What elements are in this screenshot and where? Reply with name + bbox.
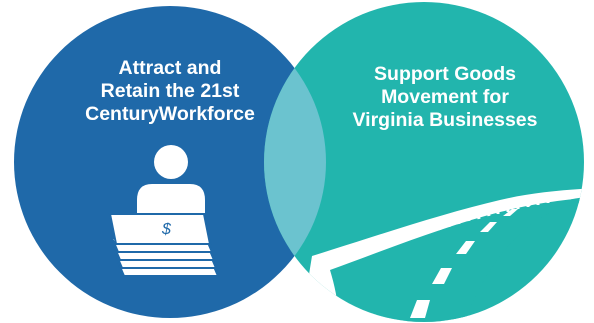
person-at-desk-icon <box>108 145 220 277</box>
right-label-line-2: Movement for <box>381 86 509 108</box>
left-label-line-3: CenturyWorkforce <box>85 103 255 125</box>
paper-dollar-symbol: $ <box>161 221 172 238</box>
right-label-line-3: Virginia Businesses <box>352 109 538 131</box>
left-circle-label: Attract and Retain the 21st CenturyWorkf… <box>70 57 270 126</box>
person-head <box>154 145 188 179</box>
left-label-line-1: Attract and <box>118 57 222 79</box>
right-circle-label: Support Goods Movement for Virginia Busi… <box>340 63 550 132</box>
person-body <box>137 184 205 213</box>
left-label-line-2: Retain the 21st <box>100 80 240 102</box>
paper-stack-icon <box>108 213 220 277</box>
highway-road-icon <box>300 188 584 322</box>
right-label-line-1: Support Goods <box>374 63 516 85</box>
